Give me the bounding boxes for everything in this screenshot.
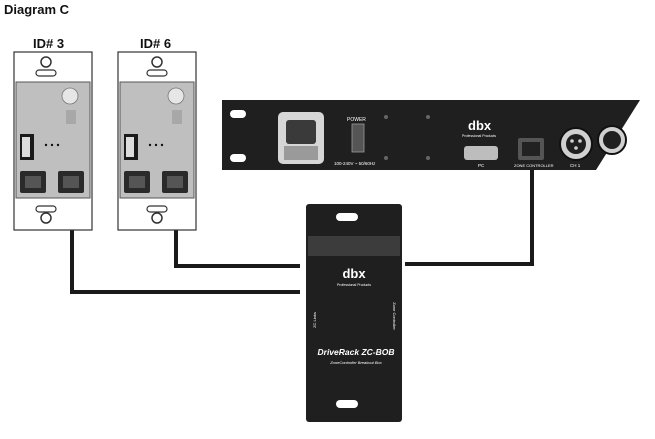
rack-unit-rear-panel: POWER 100-240V ~ 50/60Hz PC dbx Professi… (222, 100, 640, 170)
wall-panel-id3 (13, 51, 93, 231)
wall-panel-id6 (117, 51, 197, 231)
breakout-model-name: DriveRack ZC-BOB (318, 347, 395, 357)
breakout-side-label-right: Zone Controller (392, 302, 397, 330)
diagram-title: Diagram C (4, 2, 70, 17)
panel-id-label-1: ID# 3 (33, 36, 65, 51)
cable-rack-to-breakout (405, 170, 534, 266)
breakout-brand-sub: Professional Products (337, 283, 371, 287)
breakout-brand-logo: dbx (342, 266, 366, 281)
panel-id-label-2: ID# 6 (140, 36, 172, 51)
breakout-box: dbx Professional Products DriveRack ZC-B… (306, 204, 402, 422)
voltage-label: 100-240V ~ 50/60Hz (334, 161, 376, 166)
pc-port-label: PC (478, 163, 485, 168)
rack-brand-logo: dbx (468, 118, 492, 133)
channel-label: CH 1 (570, 163, 581, 168)
rack-brand-sub: Professional Products (462, 134, 496, 138)
power-label: POWER (347, 117, 366, 123)
breakout-side-label-left: ZC Links (312, 312, 317, 328)
zone-port-label: ZONE CONTROLLER (514, 163, 554, 168)
breakout-subtitle: ZoneController Breakout Box (329, 360, 383, 365)
